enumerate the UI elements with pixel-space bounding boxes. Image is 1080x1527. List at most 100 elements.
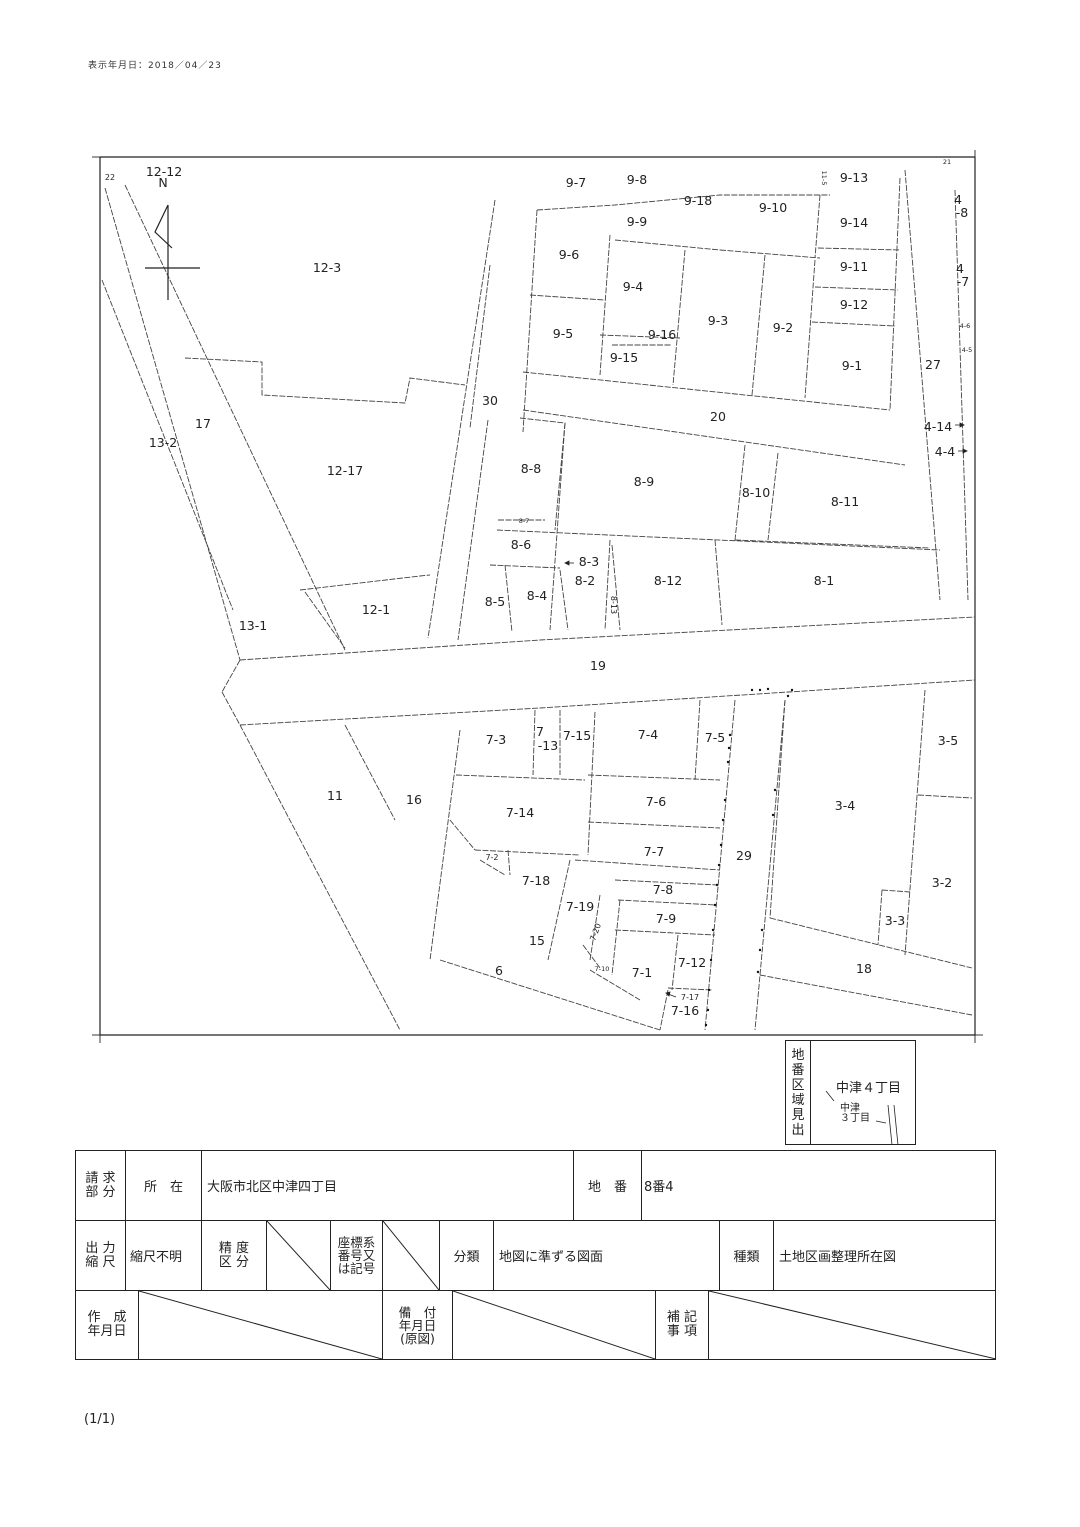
area-index-sub-line1: 中津 <box>840 1103 860 1114</box>
parcel-label-7-14: 7-14 <box>506 805 534 820</box>
table-row: 出 力 縮 尺 縮尺不明 精 度 区 分 座標系 番号又 は記号 分類 地図に準… <box>76 1221 995 1291</box>
parcel-label-9-7: 9-7 <box>566 175 586 190</box>
attached-value-empty <box>453 1291 656 1359</box>
parcel-label-4-6: 4-6 <box>960 322 971 330</box>
parcel-label-18: 18 <box>856 961 872 976</box>
parcel-label-4-14: 4-14 <box>924 419 952 434</box>
parcel-label-7-3: 7-3 <box>486 732 506 747</box>
parcel-label-21: 21 <box>943 158 951 166</box>
north-arrow-icon <box>145 204 200 300</box>
north-label: N <box>158 175 167 190</box>
parcel-label-9-14: 9-14 <box>840 215 868 230</box>
parcel-label-7-13-top: 7 <box>536 724 544 739</box>
parcel-label-4-4: 4-4 <box>935 444 955 459</box>
parcel-label-7-18: 7-18 <box>522 873 550 888</box>
lot-label: 地 番 <box>574 1151 642 1220</box>
parcel-label-7-16: 7-16 <box>671 1003 699 1018</box>
cadastral-map: N 2212-1212-31713-212-1712-113-1309-79-8… <box>92 150 983 1043</box>
note-value-empty <box>709 1291 996 1359</box>
parcel-label-7-1: 7-1 <box>632 965 652 980</box>
parcel-label-9-10: 9-10 <box>759 200 787 215</box>
parcel-label-12-3: 12-3 <box>313 260 341 275</box>
parcel-label-3-5: 3-5 <box>938 733 958 748</box>
parcel-label-20: 20 <box>710 409 726 424</box>
parcel-label-12-12: 12-12 <box>146 164 182 179</box>
parcel-label-7-20: 7-20 <box>588 922 603 942</box>
parcel-label-8-8: 8-8 <box>521 461 541 476</box>
parcel-label-7-17: 7-17 <box>681 993 699 1002</box>
parcel-label-27: 27 <box>925 357 941 372</box>
parcel-label-9-3: 9-3 <box>708 313 728 328</box>
parcel-label-8-9: 8-9 <box>634 474 654 489</box>
parcel-label-9-6: 9-6 <box>559 247 579 262</box>
parcel-label-9-11: 9-11 <box>840 259 868 274</box>
parcel-label-7-9: 7-9 <box>656 911 676 926</box>
parcel-label-7-6: 7-6 <box>646 794 666 809</box>
parcel-label-4-5: 4-5 <box>962 346 973 354</box>
parcel-label-7-13-bottom: -13 <box>538 738 558 753</box>
area-index-sketch <box>825 1090 899 1146</box>
page-number: (1/1) <box>84 1412 116 1427</box>
parcel-label-8-6: 8-6 <box>511 537 531 552</box>
type-value: 土地区画整理所在図 <box>779 1250 897 1265</box>
parcel-label-3-3: 3-3 <box>885 913 905 928</box>
parcel-label-4-7-bottom: -7 <box>957 274 969 289</box>
class-label: 分類 <box>440 1221 494 1290</box>
parcel-label-12-17: 12-17 <box>327 463 363 478</box>
parcel-label-8-13: 8-13 <box>609 596 618 614</box>
parcel-label-8-4: 8-4 <box>527 588 547 603</box>
parcel-label-11: 11 <box>327 788 343 803</box>
precision-value-empty <box>267 1221 331 1290</box>
parcel-label-7-19: 7-19 <box>566 899 594 914</box>
parcel-label-8-10: 8-10 <box>742 485 770 500</box>
parcel-label-7-12: 7-12 <box>678 955 706 970</box>
print-date: 表示年月日：2018／04／23 <box>88 61 222 71</box>
table-row: 作 成 年月日 備 付 年月日 (原図) 補 記 事 項 <box>76 1291 996 1359</box>
parcel-label-4-8-bottom: -8 <box>956 205 969 220</box>
parcel-label-7-2: 7-2 <box>485 853 498 862</box>
parcel-label-9-13: 9-13 <box>840 170 868 185</box>
lot-value: 8番4 <box>644 1180 674 1195</box>
table-row: 請 求 部 分 所 在 大阪市北区中津四丁目 地 番 8番4 <box>76 1151 995 1221</box>
type-label: 種類 <box>720 1221 774 1290</box>
parcel-label-8-3: 8-3 <box>579 554 599 569</box>
parcel-label-4-7-top: 4 <box>956 261 964 276</box>
parcel-label-9-18: 9-18 <box>684 193 712 208</box>
parcel-label-9-12: 9-12 <box>840 297 868 312</box>
parcel-label-9-9: 9-9 <box>627 214 647 229</box>
coord-value-empty <box>383 1221 440 1290</box>
parcel-label-9-1: 9-1 <box>842 358 862 373</box>
parcel-label-8-11: 8-11 <box>831 494 859 509</box>
parcel-label-8-2: 8-2 <box>575 573 595 588</box>
created-value-empty <box>139 1291 383 1359</box>
parcel-label-7-5: 7-5 <box>705 730 725 745</box>
parcel-label-8-5: 8-5 <box>485 594 505 609</box>
parcel-label-8-1: 8-1 <box>814 573 834 588</box>
parcel-label-17: 17 <box>195 416 211 431</box>
parcel-label-22: 22 <box>105 173 115 182</box>
scale-value: 縮尺不明 <box>126 1221 202 1290</box>
area-index-main: 中津４丁目 <box>836 1081 902 1096</box>
parcel-label-29: 29 <box>736 848 752 863</box>
parcel-label-9-15: 9-15 <box>610 350 638 365</box>
info-table: 請 求 部 分 所 在 大阪市北区中津四丁目 地 番 8番4 出 力 縮 尺 縮… <box>75 1150 996 1360</box>
parcel-label-19: 19 <box>590 658 606 673</box>
parcel-label-7-4: 7-4 <box>638 727 658 742</box>
parcel-label-9-4: 9-4 <box>623 279 643 294</box>
area-index-sub-line2: ３丁目 <box>840 1113 870 1124</box>
parcel-label-11-5: 11-5 <box>820 171 828 186</box>
class-value: 地図に準ずる図面 <box>494 1221 720 1290</box>
parcel-label-6: 6 <box>495 963 503 978</box>
parcel-label-9-16: 9-16 <box>648 327 676 342</box>
parcel-label-8-12: 8-12 <box>654 573 682 588</box>
parcel-label-13-2: 13-2 <box>149 435 177 450</box>
parcel-label-9-8: 9-8 <box>627 172 647 187</box>
parcel-label-7-15: 7-15 <box>563 728 591 743</box>
parcel-label-3-4: 3-4 <box>835 798 855 813</box>
parcel-label-8-7: 8-7 <box>519 517 530 525</box>
location-label: 所 在 <box>126 1151 202 1220</box>
area-index-title: 地 番 区 域 見 出 <box>786 1041 811 1144</box>
parcel-label-7-8: 7-8 <box>653 882 673 897</box>
parcel-label-3-2: 3-2 <box>932 875 952 890</box>
